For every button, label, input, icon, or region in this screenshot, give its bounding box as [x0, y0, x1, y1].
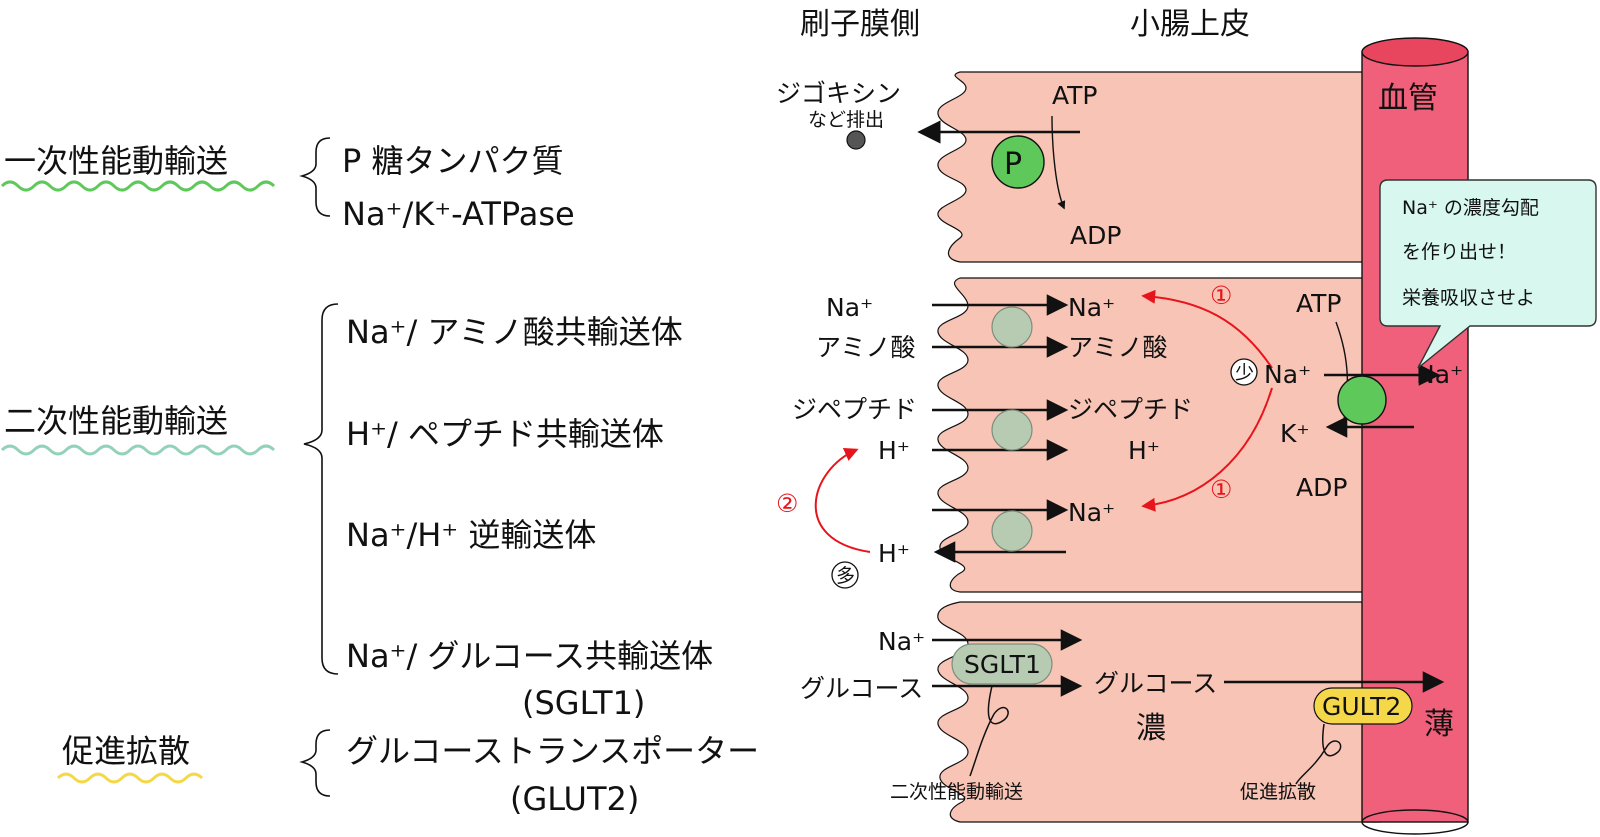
step1-lower-label: ①	[1210, 475, 1232, 504]
peptide-left-label: ジペプチド	[792, 395, 917, 424]
conc-high-label: 濃	[1136, 711, 1166, 746]
primary-wavy-underline	[0, 180, 276, 192]
primary-item-pgp: P 糖タンパク質	[342, 142, 563, 180]
secondary-item-sglt1: (SGLT1)	[522, 684, 645, 722]
k-label: K⁺	[1280, 419, 1310, 448]
high-conc-badge	[831, 561, 859, 589]
na-recycle-arrow-upper	[1141, 289, 1273, 369]
facilitated-brace	[299, 729, 331, 797]
pgp-atp-label: ATP	[1052, 81, 1098, 110]
epithelial-cell-1	[937, 71, 1381, 263]
na-k-atpase-pump	[1337, 375, 1387, 425]
low-conc-text: 少	[1235, 362, 1254, 384]
primary-item-nak-atpase: Na⁺/K⁺-ATPase	[342, 195, 575, 233]
blood-vessel-label: 血管	[1378, 81, 1438, 116]
glucose-na-label: Na⁺	[878, 627, 925, 656]
callout-bubble	[1379, 179, 1597, 369]
callout-line-3: 栄養吸収させよ	[1402, 287, 1535, 309]
epithelium-header: 小腸上皮	[1130, 7, 1250, 42]
blood-vessel-top	[1361, 37, 1469, 67]
blood-vessel-bottom	[1361, 809, 1469, 835]
h-peptide-cotransporter	[991, 409, 1033, 451]
h-right-label: H⁺	[1128, 436, 1160, 465]
digoxin-sub-label: など排出	[808, 109, 884, 131]
callout-line-1: Na⁺ の濃度勾配	[1402, 197, 1539, 219]
step1-upper-label: ①	[1210, 281, 1232, 310]
secondary-active-group: 二次性能動輸送 Na⁺/ アミノ酸共輸送体 H⁺/ ペプチド共輸送体 Na⁺/H…	[0, 303, 713, 722]
na-blood-label: Na⁺	[1416, 360, 1463, 389]
h-left-label: H⁺	[878, 436, 910, 465]
peptide-right-label: ジペプチド	[1068, 395, 1193, 424]
facilitated-title: 促進拡散	[62, 732, 190, 770]
aa-right-label: アミノ酸	[1068, 333, 1168, 362]
primary-brace	[299, 137, 331, 217]
secondary-item-na-aa: Na⁺/ アミノ酸共輸送体	[346, 313, 683, 351]
glut2-transporter	[1313, 687, 1413, 725]
secondary-item-h-peptide: H⁺/ ペプチド共輸送体	[346, 415, 664, 453]
na-left-label: Na⁺	[826, 293, 873, 322]
pgp-adp-label: ADP	[1070, 221, 1121, 250]
drug-molecule	[846, 130, 866, 150]
secondary-brace	[303, 303, 339, 675]
sglt1-transporter	[951, 643, 1053, 685]
primary-active-group: 一次性能動輸送 P 糖タンパク質 Na⁺/K⁺-ATPase	[0, 137, 575, 233]
glut2-label: GULT2	[1322, 692, 1401, 721]
glut2-pointer	[1295, 723, 1342, 785]
pump-adp-label: ADP	[1296, 473, 1347, 502]
pgp-atp-arrow	[1051, 115, 1066, 210]
facilitated-item-glut: グルコーストランスポーター	[346, 732, 759, 770]
facilitated-item-glut2: (GLUT2)	[510, 780, 639, 818]
secondary-item-na-glucose: Na⁺/ グルコース共輸送体	[346, 637, 713, 675]
callout-line-2: を作り出せ！	[1402, 241, 1516, 263]
glucose-left-label: グルコース	[800, 674, 923, 703]
na-recycle-arrow-lower	[1141, 387, 1273, 512]
h-out-label: H⁺	[878, 539, 910, 568]
pump-atp-label: ATP	[1296, 289, 1342, 318]
digoxin-label: ジゴキシン	[776, 79, 901, 108]
primary-title: 一次性能動輸送	[4, 142, 228, 180]
na-antiport-label: Na⁺	[1068, 498, 1115, 527]
glucose-mid-label: グルコース	[1094, 669, 1217, 698]
pgp-transporter	[991, 135, 1045, 189]
low-conc-badge	[1230, 358, 1258, 386]
brush-border-header: 刷子膜側	[800, 7, 920, 42]
high-conc-text: 多	[836, 565, 855, 587]
conc-low-label: 薄	[1424, 707, 1454, 742]
glut2-note: 促進拡散	[1240, 781, 1316, 803]
na-intracellular-label: Na⁺	[1264, 360, 1311, 389]
facilitated-wavy-underline	[56, 772, 204, 784]
h-recycle-arrow	[814, 448, 871, 553]
na-h-antiporter	[991, 510, 1033, 552]
sglt1-label: SGLT1	[964, 650, 1041, 679]
secondary-wavy-underline	[0, 444, 276, 456]
secondary-title: 二次性能動輸送	[4, 402, 228, 440]
pgp-symbol: P	[1004, 147, 1022, 182]
sglt1-note: 二次性能動輸送	[890, 781, 1023, 803]
secondary-item-na-h: Na⁺/H⁺ 逆輸送体	[346, 516, 596, 554]
step2-label: ②	[776, 489, 798, 518]
aa-left-label: アミノ酸	[816, 333, 916, 362]
na-aa-cotransporter	[991, 306, 1033, 348]
facilitated-group: 促進拡散 グルコーストランスポーター (GLUT2)	[56, 729, 759, 818]
na-right-label: Na⁺	[1068, 293, 1115, 322]
sglt1-pointer	[969, 685, 1009, 777]
